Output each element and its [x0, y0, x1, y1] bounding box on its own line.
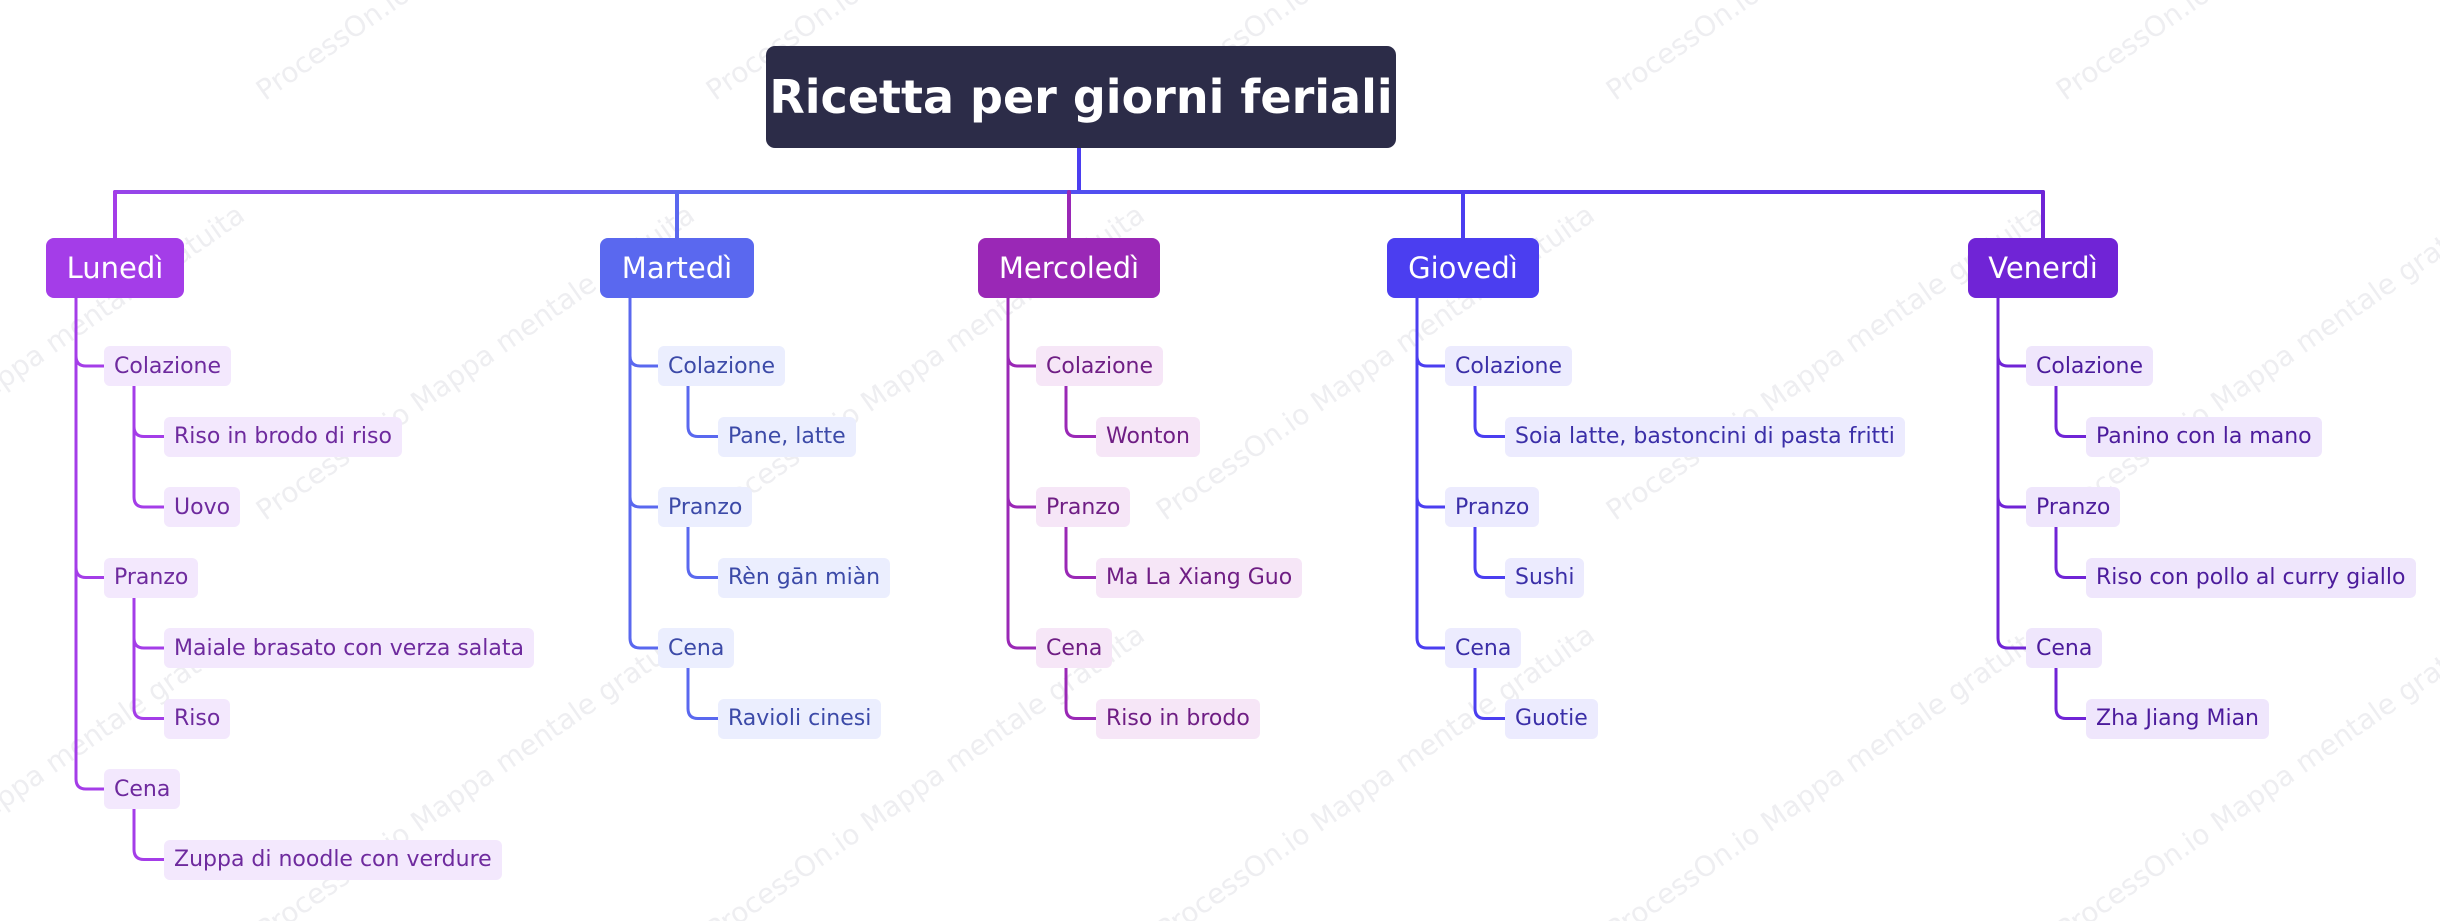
day-4-meal-1-item-1[interactable]: Soia latte, bastoncini di pasta fritti	[1505, 416, 1905, 457]
day-3-meal-1[interactable]: Colazione	[1036, 346, 1164, 386]
day-4-meal-2[interactable]: Pranzo	[1445, 487, 1540, 527]
day-1-meal-2-item-2[interactable]: Riso	[164, 698, 231, 739]
day-3-meal-2[interactable]: Pranzo	[1036, 487, 1131, 527]
day-node-3[interactable]: Mercoledì	[978, 238, 1160, 298]
day-5-meal-3[interactable]: Cena	[2026, 628, 2103, 668]
day-1-meal-1-item-2[interactable]: Uovo	[164, 487, 241, 527]
day-node-2[interactable]: Martedì	[600, 238, 754, 298]
day-3-meal-1-item-1[interactable]: Wonton	[1096, 416, 1200, 457]
day-3-meal-3-item-1[interactable]: Riso in brodo	[1096, 698, 1260, 739]
day-4-meal-1[interactable]: Colazione	[1445, 346, 1573, 386]
day-2-meal-1[interactable]: Colazione	[658, 346, 786, 386]
day-4-meal-3-item-1[interactable]: Guotie	[1505, 698, 1598, 739]
day-node-1[interactable]: Lunedì	[46, 238, 184, 298]
day-1-meal-2-item-1[interactable]: Maiale brasato con verza salata	[164, 628, 534, 668]
day-1-meal-1[interactable]: Colazione	[104, 346, 232, 386]
day-3-meal-2-item-1[interactable]: Ma La Xiang Guo	[1096, 557, 1303, 598]
day-1-meal-1-item-1[interactable]: Riso in brodo di riso	[164, 416, 402, 457]
day-5-meal-1-item-1[interactable]: Panino con la mano	[2086, 416, 2322, 457]
day-2-meal-3[interactable]: Cena	[658, 628, 735, 668]
day-2-meal-2[interactable]: Pranzo	[658, 487, 753, 527]
day-node-4[interactable]: Giovedì	[1387, 238, 1539, 298]
root-node-title[interactable]: Ricetta per giorni feriali	[766, 46, 1396, 148]
day-5-meal-1[interactable]: Colazione	[2026, 346, 2154, 386]
day-2-meal-3-item-1[interactable]: Ravioli cinesi	[718, 698, 882, 739]
day-5-meal-2-item-1[interactable]: Riso con pollo al curry giallo	[2086, 557, 2416, 598]
day-5-meal-3-item-1[interactable]: Zha Jiang Mian	[2086, 698, 2269, 739]
day-1-meal-3[interactable]: Cena	[104, 769, 181, 809]
day-5-meal-2[interactable]: Pranzo	[2026, 487, 2121, 527]
day-node-5[interactable]: Venerdì	[1968, 238, 2118, 298]
day-2-meal-1-item-1[interactable]: Pane, latte	[718, 416, 856, 457]
day-2-meal-2-item-1[interactable]: Rèn gān miàn	[718, 557, 891, 598]
day-3-meal-3[interactable]: Cena	[1036, 628, 1113, 668]
day-1-meal-2[interactable]: Pranzo	[104, 557, 199, 598]
day-4-meal-2-item-1[interactable]: Sushi	[1505, 557, 1585, 598]
day-1-meal-3-item-1[interactable]: Zuppa di noodle con verdure	[164, 839, 502, 880]
day-4-meal-3[interactable]: Cena	[1445, 628, 1522, 668]
